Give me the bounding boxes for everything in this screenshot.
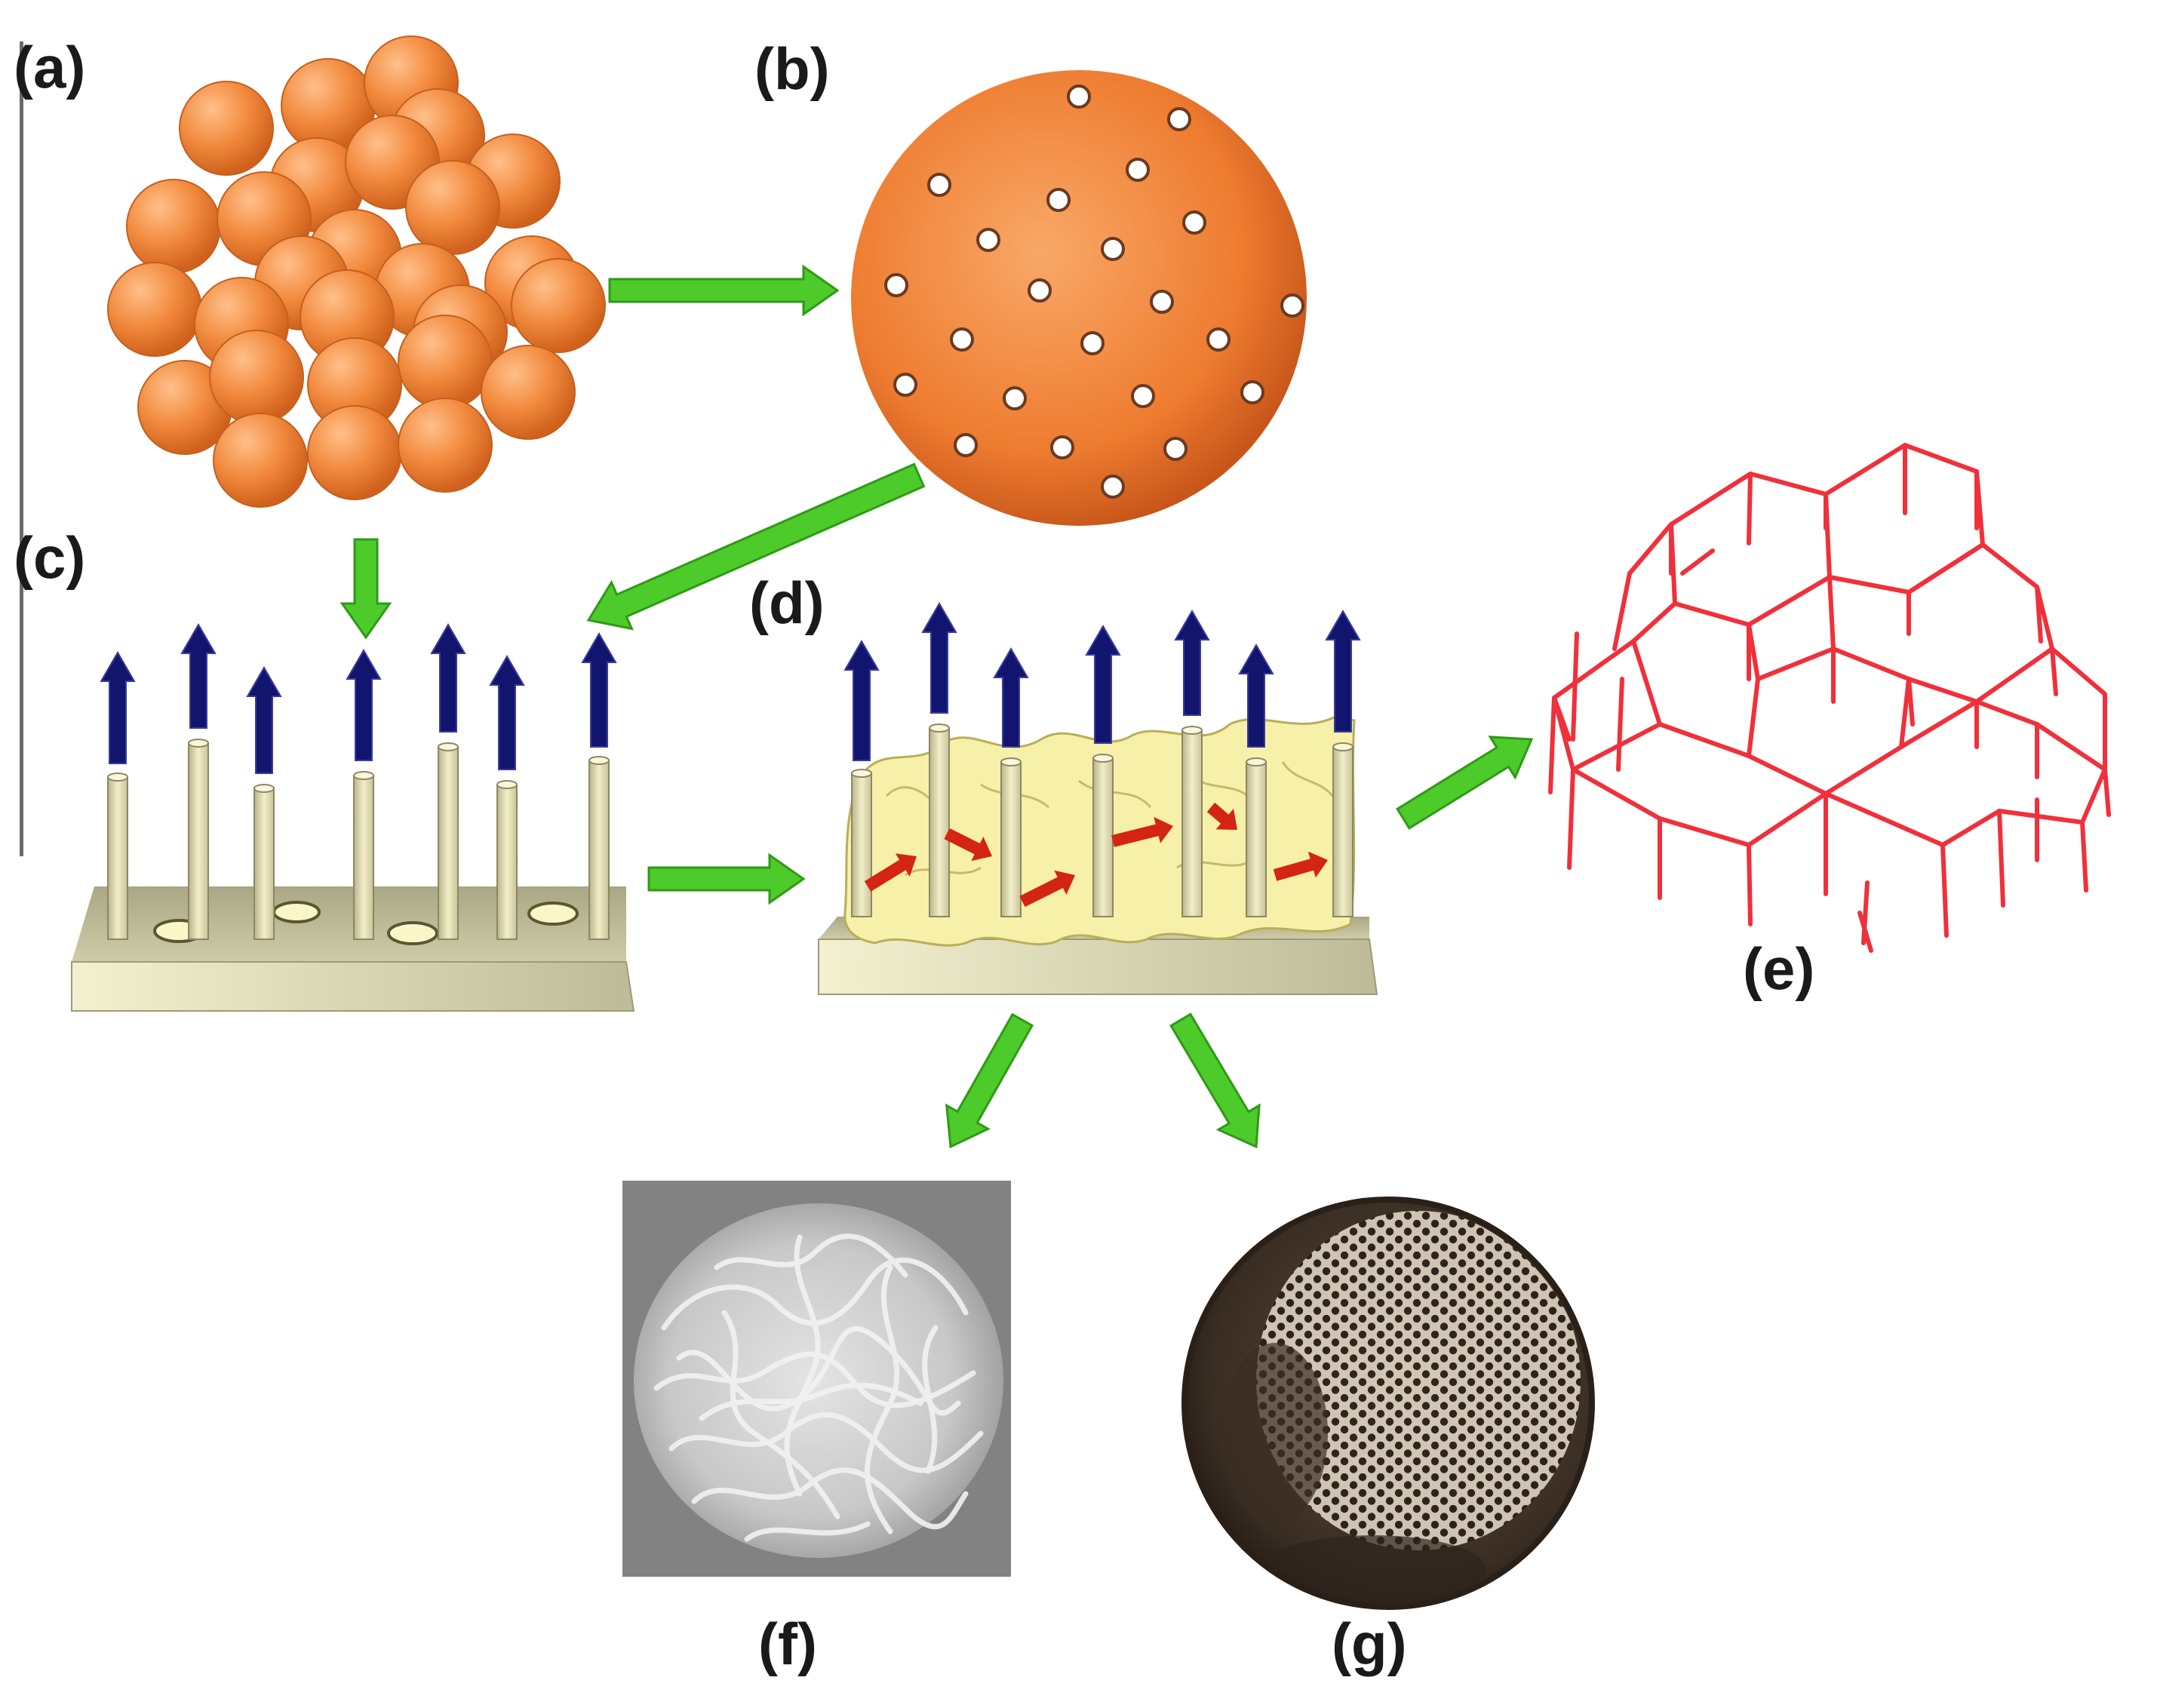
panel-label-c: (c): [14, 524, 86, 591]
panel-label-f: (f): [758, 1611, 817, 1677]
pillar-substrate-icon: [71, 623, 635, 1012]
panel-label-d: (d): [749, 570, 825, 636]
honeycomb-sphere-icon: [1181, 1197, 1595, 1610]
porous-sphere-icon: [851, 70, 1307, 526]
process-arrows: [340, 264, 1534, 1149]
panel-label-g: (g): [1332, 1611, 1407, 1677]
film-substrate-icon: [818, 602, 1378, 995]
sem-micrograph-icon: [622, 1181, 1011, 1577]
panel-label-a: (a): [14, 34, 86, 100]
honeycomb-network-icon: [1548, 443, 2111, 953]
panel-label-e: (e): [1743, 935, 1815, 1002]
left-rule: [20, 41, 23, 856]
panel-label-b: (b): [754, 35, 830, 102]
sphere-cluster-icon: [107, 35, 606, 508]
